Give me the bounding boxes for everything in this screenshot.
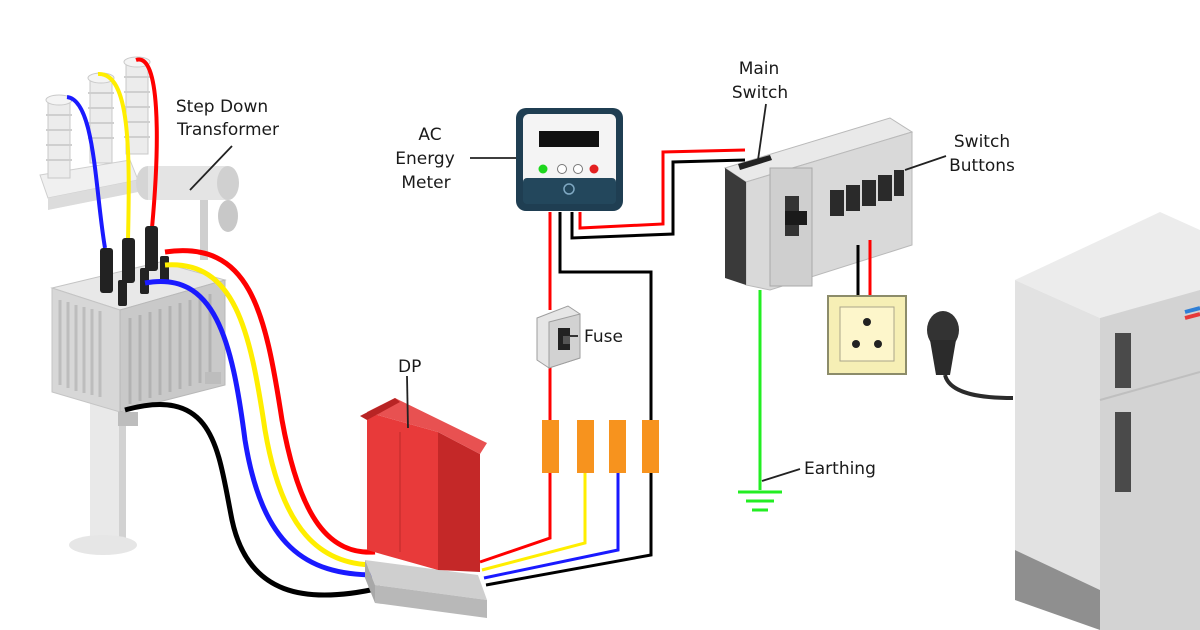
transformer-bushings [100, 226, 169, 306]
insulator-1 [45, 94, 73, 179]
insulator-3 [123, 56, 151, 155]
label-meter-line3: Meter [401, 173, 450, 193]
dp-outgoing-wires [479, 472, 653, 587]
wall-socket [827, 295, 907, 375]
plug [927, 311, 1014, 400]
earth-wire [738, 290, 782, 512]
label-fuse: Fuse [584, 327, 623, 347]
conservator-tank [136, 166, 239, 260]
callout-leaders [189, 103, 947, 482]
socket-wires [856, 240, 872, 295]
label-dp: DP [398, 357, 421, 377]
fuse [536, 305, 581, 369]
insulator-2 [87, 72, 115, 164]
hv-wires [66, 57, 159, 249]
transformer-tank [50, 261, 227, 426]
refrigerator [1015, 212, 1200, 630]
label-switch-buttons-line1: Switch [954, 132, 1010, 152]
energy-meter [516, 108, 623, 211]
switch-buttons [830, 170, 904, 216]
label-earthing: Earthing [804, 459, 876, 479]
meter-to-switch-wires [570, 148, 746, 240]
label-transformer-line2: Transformer [176, 120, 279, 140]
distribution-board [723, 117, 914, 291]
label-meter-line1: AC [418, 125, 441, 145]
dp-box [360, 398, 487, 618]
label-meter-line2: Energy [395, 149, 455, 169]
meter-supply-wires [548, 212, 653, 420]
label-switch-buttons-line2: Buttons [949, 156, 1015, 176]
label-main-switch-line2: Switch [732, 83, 788, 103]
label-main-switch-line1: Main [739, 59, 780, 79]
service-cables [124, 248, 381, 598]
label-transformer-line1: Step Down [176, 97, 268, 117]
fuse-blocks [542, 420, 659, 473]
